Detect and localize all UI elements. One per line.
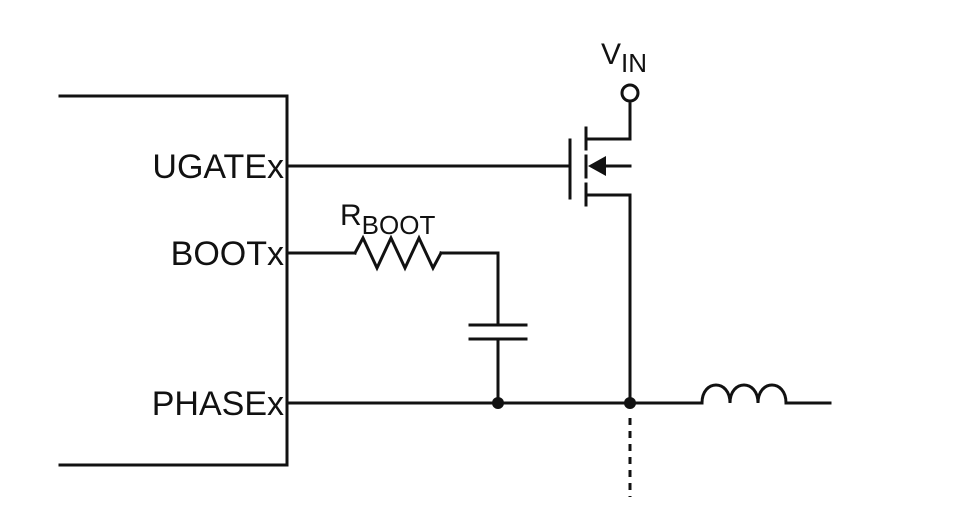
rboot-label-sub: BOOT xyxy=(362,210,436,240)
vin-label-main: V xyxy=(601,38,621,71)
rboot-label: RBOOT xyxy=(340,199,435,240)
pin-label-phase: PHASEx xyxy=(152,385,284,423)
mosfet-source-lead xyxy=(584,193,632,405)
junction-dot-phase xyxy=(624,397,636,409)
vin-label-sub: IN xyxy=(621,48,647,78)
pin-label-boot: BOOTx xyxy=(171,235,284,273)
junction-dot-cap xyxy=(492,397,504,409)
boot-to-cap-wire xyxy=(439,251,500,327)
inductor xyxy=(700,383,788,405)
rboot-resistor xyxy=(352,234,444,272)
rboot-label-main: R xyxy=(340,199,362,232)
mosfet-drain-lead xyxy=(584,102,632,141)
ic-block-outline xyxy=(58,94,289,467)
vin-terminal xyxy=(620,83,640,103)
mosfet-body-arrow xyxy=(588,156,606,176)
vin-label: VIN xyxy=(601,38,647,78)
pin-label-ugate: UGATEx xyxy=(152,148,284,186)
